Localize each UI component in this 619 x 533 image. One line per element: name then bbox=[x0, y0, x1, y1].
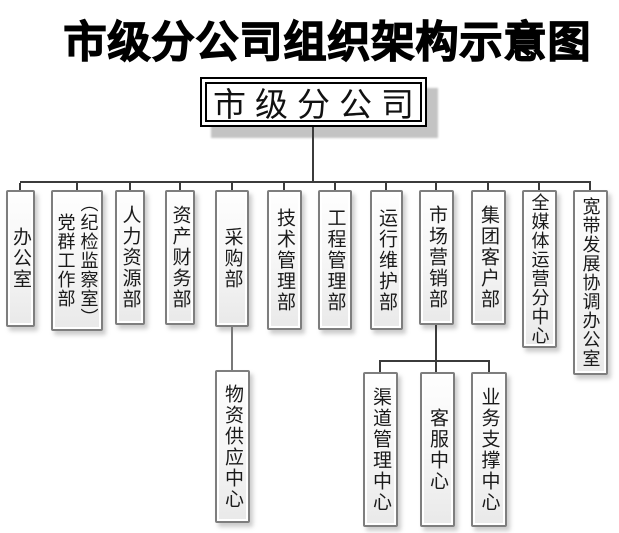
dept-box-party-masses: 党群工作部 （纪检监察室） bbox=[51, 190, 103, 331]
dept-box-hr: 人力资源部 bbox=[115, 190, 145, 325]
dept-label: 采购部 bbox=[221, 227, 243, 290]
root-box-municipal-branch: 市级分公司 bbox=[200, 77, 427, 127]
sub-label: 渠道管理中心 bbox=[370, 386, 391, 513]
dept-label: 人力资源部 bbox=[119, 205, 141, 310]
connector-stub bbox=[334, 183, 336, 190]
connector-stub bbox=[179, 183, 181, 190]
connector-marketing-rail bbox=[379, 360, 490, 362]
sub-label: 业务支撑中心 bbox=[478, 386, 500, 513]
dept-label: 集团客户部 bbox=[478, 205, 499, 310]
sub-box-material-supply-center: 物资供应中心 bbox=[215, 370, 250, 523]
dept-box-operations-maintenance: 运行维护部 bbox=[370, 190, 403, 330]
dept-label: 技术管理部 bbox=[274, 207, 295, 313]
connector-level1-rail bbox=[20, 181, 591, 183]
connector-stub bbox=[231, 183, 233, 190]
dept-label: 办公室 bbox=[10, 227, 31, 290]
dept-box-tech-mgmt: 技术管理部 bbox=[267, 190, 302, 330]
dept-label: 工程管理部 bbox=[324, 207, 346, 313]
connector-marketing-stub bbox=[379, 362, 381, 372]
connector-marketing-drop bbox=[435, 325, 437, 362]
root-label: 市级分公司 bbox=[213, 88, 423, 124]
dept-annotation: （纪检监察室） bbox=[78, 194, 99, 327]
connector-stub bbox=[385, 183, 387, 190]
connector-stub bbox=[487, 183, 489, 190]
connector-stub bbox=[129, 183, 131, 190]
dept-label: 运行维护部 bbox=[376, 207, 397, 313]
dept-label: 党群工作部 bbox=[55, 213, 76, 308]
connector-marketing-stub bbox=[435, 362, 437, 372]
dept-box-omni-media-center: 全媒体运营分中心 bbox=[522, 190, 557, 348]
sub-label: 客服中心 bbox=[427, 407, 448, 492]
sub-box-channel-mgmt-center: 渠道管理中心 bbox=[363, 372, 398, 527]
dept-label: 全媒体运营分中心 bbox=[529, 193, 550, 345]
chart-title: 市级分公司组织架构示意图 bbox=[63, 17, 592, 68]
sub-box-business-support-center: 业务支撑中心 bbox=[471, 372, 507, 527]
connector-stub bbox=[435, 183, 437, 190]
dept-label: 宽带发展协调办公室 bbox=[580, 197, 601, 368]
dept-label: 资产财务部 bbox=[169, 205, 191, 310]
dept-box-engineering-mgmt: 工程管理部 bbox=[318, 190, 352, 330]
dept-box-group-customers: 集团客户部 bbox=[471, 190, 506, 325]
connector-procurement-drop bbox=[231, 327, 233, 370]
dept-box-marketing: 市场营销部 bbox=[419, 190, 454, 325]
connector-stub bbox=[19, 183, 21, 190]
connector-stub bbox=[76, 183, 78, 190]
connector-root-trunk bbox=[312, 127, 314, 182]
connector-stub bbox=[283, 183, 285, 190]
dept-box-assets-finance: 资产财务部 bbox=[165, 190, 195, 325]
connector-stub bbox=[589, 183, 591, 190]
connector-stub bbox=[538, 183, 540, 190]
sub-box-customer-service-center: 客服中心 bbox=[420, 372, 455, 527]
dept-box-office: 办公室 bbox=[6, 190, 35, 327]
sub-label: 物资供应中心 bbox=[222, 383, 243, 510]
connector-marketing-stub bbox=[488, 362, 490, 372]
dept-box-broadband-office: 宽带发展协调办公室 bbox=[573, 190, 608, 375]
dept-box-procurement: 采购部 bbox=[215, 190, 249, 327]
root-box-frame: 市级分公司 bbox=[205, 82, 422, 124]
dept-label: 市场营销部 bbox=[426, 205, 447, 310]
